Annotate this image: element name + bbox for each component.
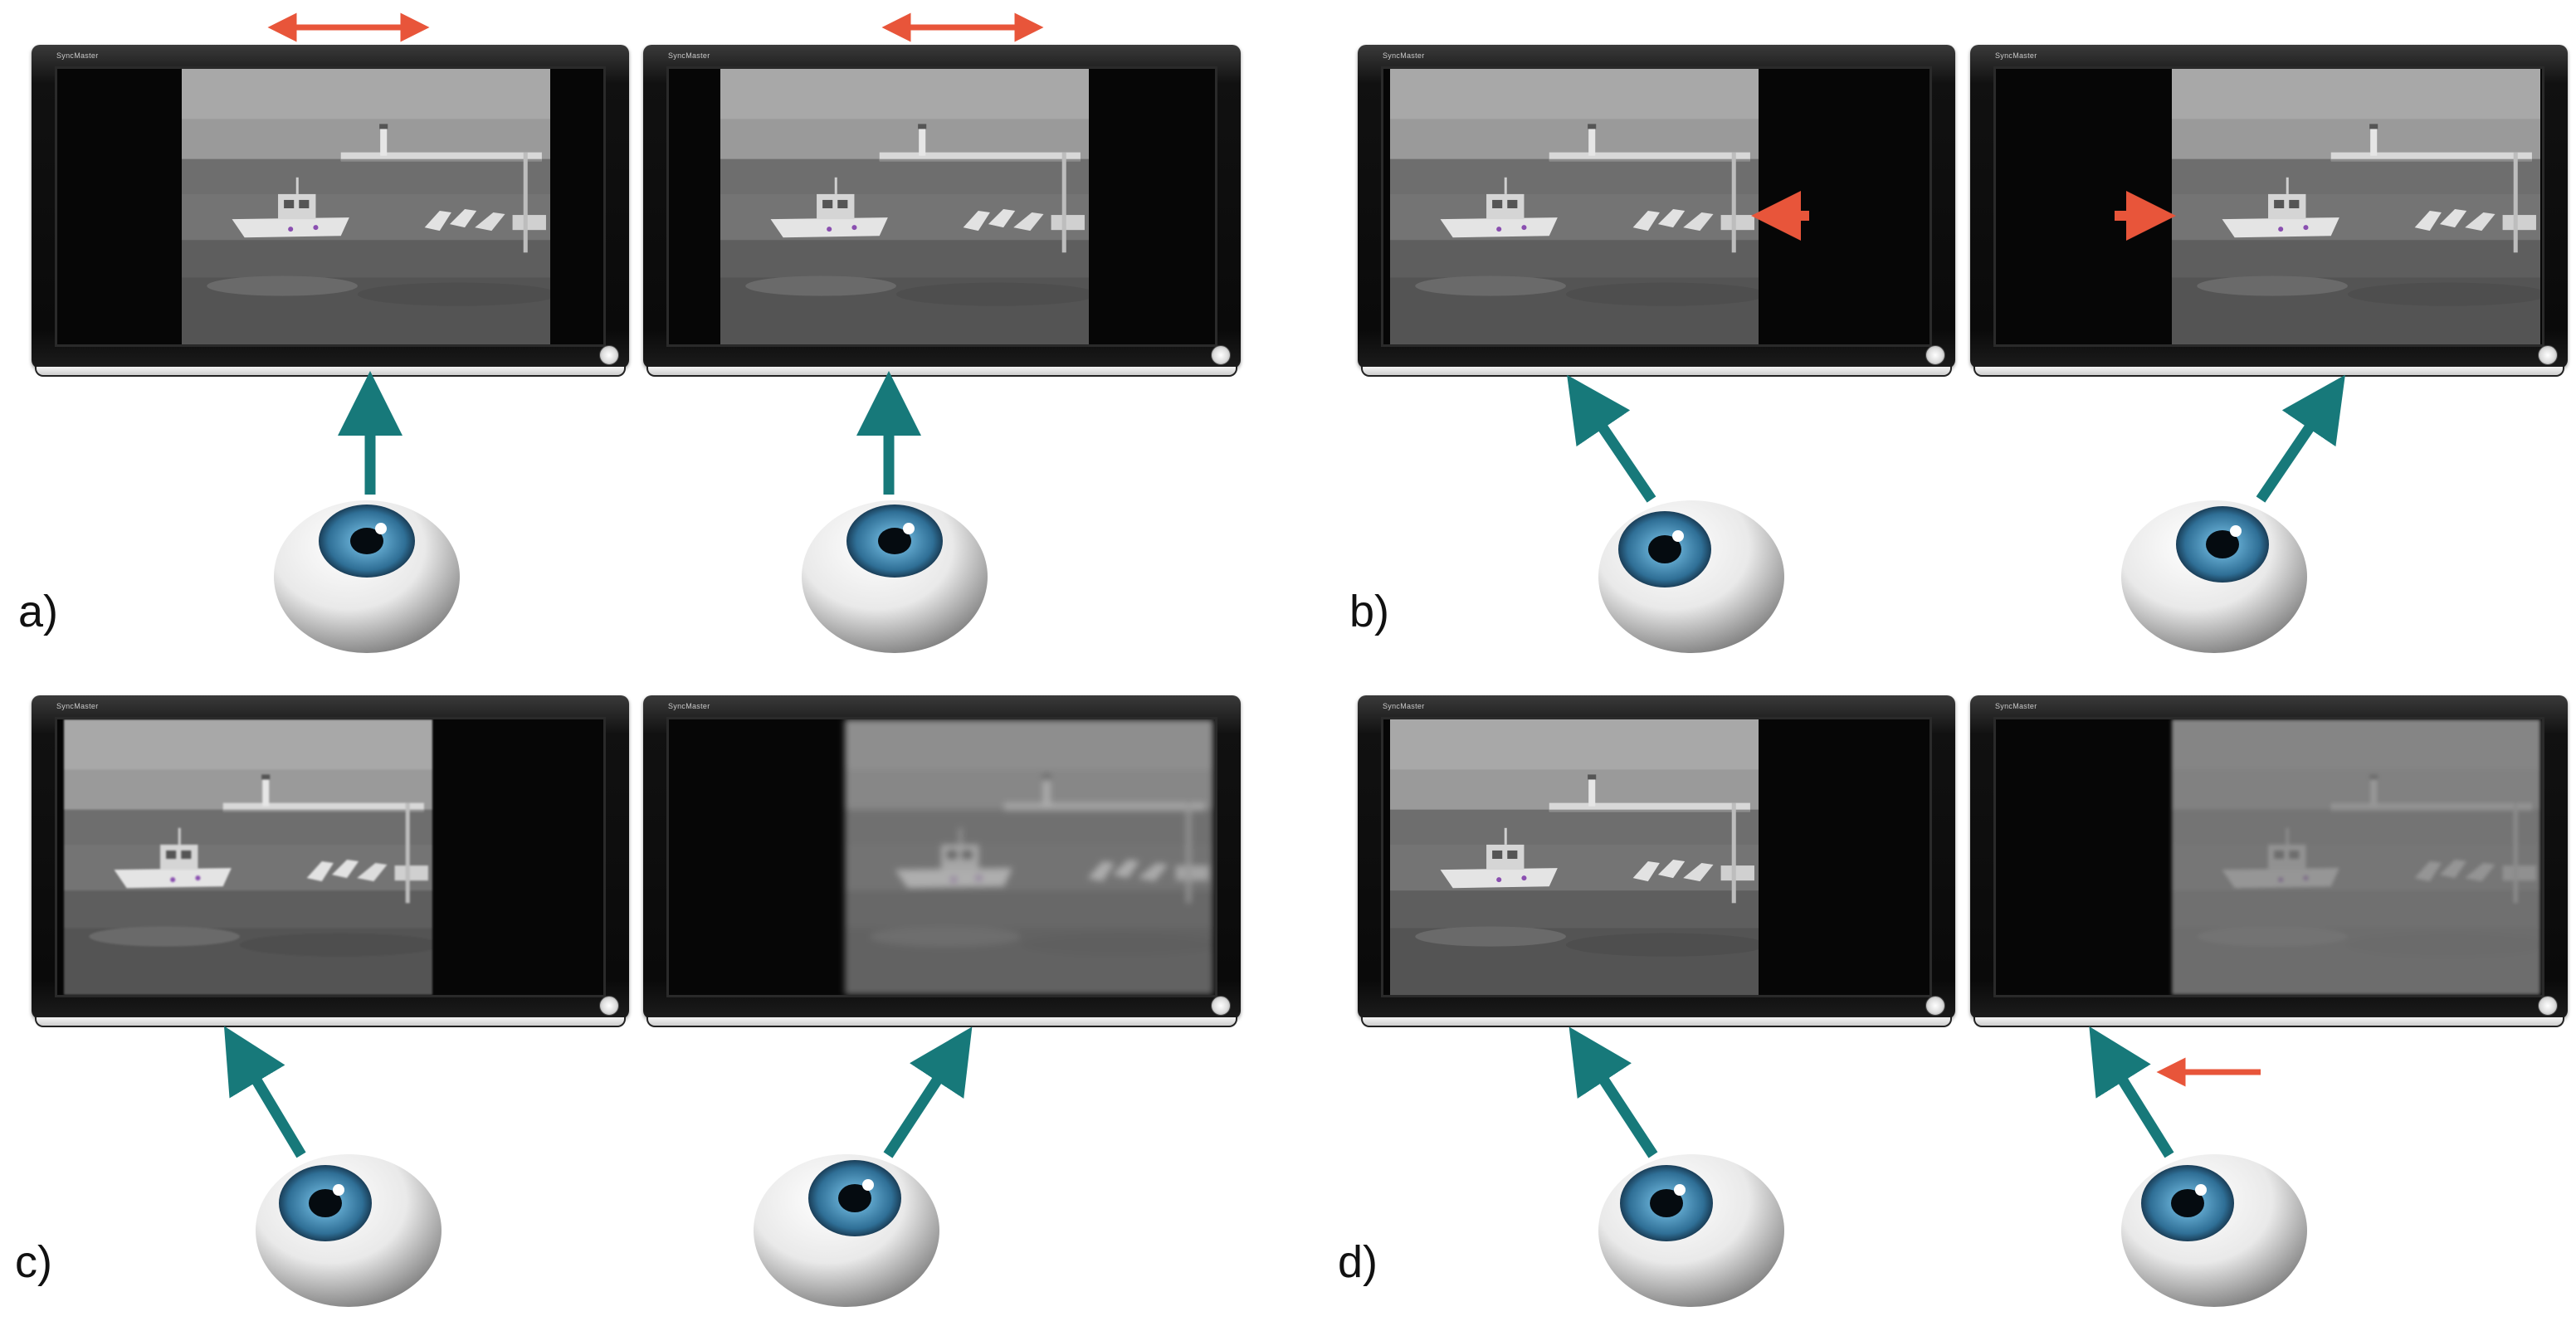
monitor-c-right: SyncMaster (643, 695, 1241, 1027)
scene-image (845, 719, 1213, 995)
panel-label-b: b) (1349, 587, 1390, 636)
monitor-brand-label: SyncMaster (56, 51, 99, 60)
monitor-screen (1993, 717, 2544, 997)
eye-icon (2115, 490, 2314, 656)
eye-icon (2115, 1143, 2314, 1309)
power-button-icon (2538, 345, 2558, 365)
eye-icon (1592, 1143, 1791, 1309)
monitor-screen (666, 66, 1217, 347)
scene-image (720, 69, 1089, 344)
monitor-brand-label: SyncMaster (668, 702, 710, 710)
power-button-icon (1211, 345, 1231, 365)
scene-image (2172, 719, 2540, 995)
power-button-icon (1925, 345, 1945, 365)
monitor-brand-label: SyncMaster (1383, 51, 1425, 60)
monitor-brand-label: SyncMaster (1995, 702, 2037, 710)
monitor-a-right: SyncMaster (643, 45, 1241, 377)
scene-image (64, 719, 432, 995)
monitor-a-left: SyncMaster (32, 45, 629, 377)
monitor-d-left: SyncMaster (1358, 695, 1955, 1027)
monitor-brand-label: SyncMaster (1995, 51, 2037, 60)
power-button-icon (1925, 996, 1945, 1016)
monitor-screen (1381, 66, 1932, 347)
power-button-icon (1211, 996, 1231, 1016)
monitor-screen (55, 66, 606, 347)
scene-image (182, 69, 550, 344)
power-button-icon (599, 996, 619, 1016)
panel-label-d: d) (1338, 1237, 1378, 1287)
scene-image (1390, 69, 1759, 344)
monitor-brand-label: SyncMaster (1383, 702, 1425, 710)
monitor-brand-label: SyncMaster (668, 51, 710, 60)
panel-label-a: a) (18, 587, 59, 636)
power-button-icon (599, 345, 619, 365)
eye-icon (747, 1143, 946, 1309)
monitor-d-right: SyncMaster (1970, 695, 2568, 1027)
scene-image (2172, 69, 2540, 344)
monitor-screen (666, 717, 1217, 997)
monitor-b-left: SyncMaster (1358, 45, 1955, 377)
eye-icon (249, 1143, 448, 1309)
monitor-c-left: SyncMaster (32, 695, 629, 1027)
panel-label-c: c) (15, 1237, 52, 1287)
power-button-icon (2538, 996, 2558, 1016)
eye-icon (267, 490, 466, 656)
monitor-brand-label: SyncMaster (56, 702, 99, 710)
monitor-b-right: SyncMaster (1970, 45, 2568, 377)
eye-icon (1592, 490, 1791, 656)
monitor-screen (1381, 717, 1932, 997)
monitor-screen (1993, 66, 2544, 347)
scene-image (1390, 719, 1759, 995)
monitor-screen (55, 717, 606, 997)
eye-icon (795, 490, 994, 656)
